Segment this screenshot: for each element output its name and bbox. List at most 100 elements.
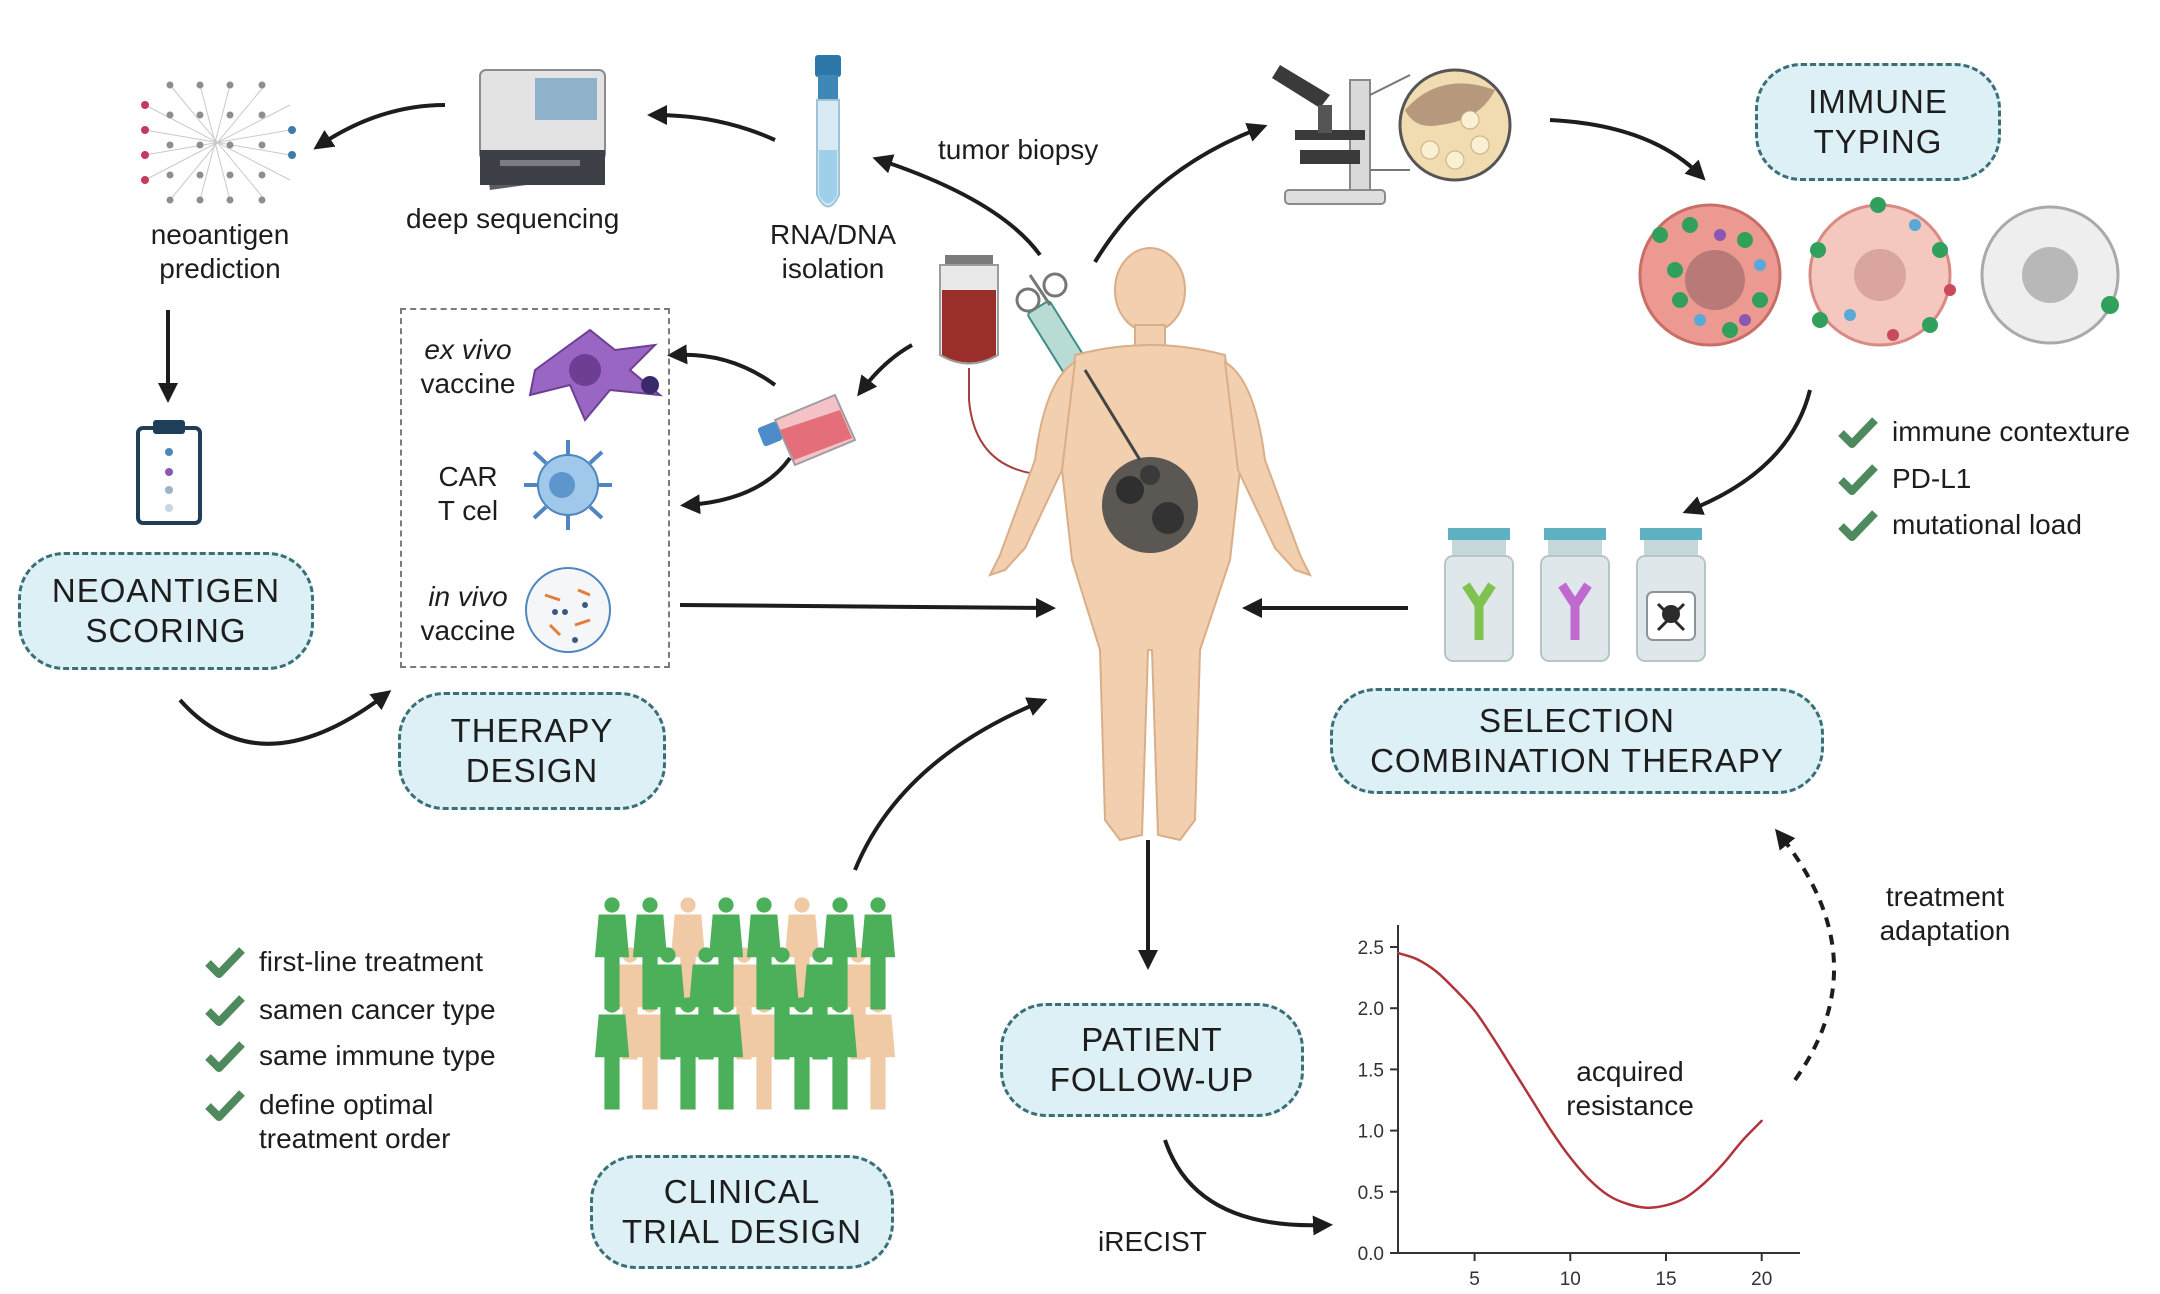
label-deep-sequencing: deep sequencing (406, 203, 620, 234)
label-vaccine-1: vaccine (420, 367, 516, 399)
dendritic-cell-icon (528, 328, 664, 422)
car-t-cell-icon (524, 440, 612, 530)
check-item-cancer-type: samen cancer type (205, 993, 496, 1027)
pill-clinical-trial: CLINICAL TRIAL DESIGN (590, 1155, 894, 1269)
x-tick-label: 10 (1560, 1269, 1581, 1290)
check-icon (1838, 464, 1878, 495)
data-point (1683, 1196, 1687, 1200)
person-figure (594, 997, 630, 1110)
person-figure (802, 947, 838, 1060)
person-figure (860, 997, 896, 1110)
tissue-magnified (1369, 68, 1512, 182)
drug-vials (1444, 528, 1706, 662)
data-point (1530, 1098, 1534, 1102)
data-point (1664, 1204, 1668, 1207)
rna-tube-icon (815, 55, 841, 208)
check-label: samen cancer type (259, 994, 496, 1025)
patient-body (988, 247, 1312, 842)
check-item-pd-l1: PD-L1 (1838, 462, 1971, 496)
therapy-options-box (400, 308, 670, 668)
arrow-to-microscope (1093, 122, 1268, 264)
person-figure (650, 947, 686, 1060)
data-point (1645, 1206, 1649, 1209)
data-point (1549, 1129, 1553, 1132)
y-tick-label: 0.0 (1358, 1244, 1384, 1265)
check-icon (205, 947, 245, 978)
check-icon (1838, 510, 1878, 541)
person-figure (746, 897, 782, 1010)
pill-clinical-trial-line2: TRIAL DESIGN (622, 1213, 862, 1250)
label-irecist: iRECIST (1098, 1226, 1207, 1257)
pill-patient-followup: PATIENT FOLLOW-UP (1000, 1003, 1304, 1117)
label-car: CAR (438, 461, 498, 492)
check-item-treatment-order: define optimal treatment order (205, 1088, 450, 1155)
check-icon (1838, 417, 1878, 448)
immune-cells-graphic (1638, 197, 2120, 347)
check-item-first-line: first-line treatment (205, 945, 483, 979)
sequencer-icon (479, 69, 606, 190)
check-label: first-line treatment (259, 946, 484, 977)
arrow-to-flask (857, 343, 913, 397)
arrow-scoring-to-therapy (178, 690, 392, 746)
cold-tumor (1980, 205, 2120, 345)
data-point (1435, 970, 1438, 973)
data-point (1588, 1178, 1591, 1181)
hot-tumor (1638, 203, 1782, 347)
series-line (1397, 951, 1763, 1209)
arrow-flask-to-exvivo (667, 344, 777, 387)
pill-neoantigen-scoring-line1: NEOANTIGEN (51, 572, 281, 610)
biopsy-needle (1083, 369, 1142, 461)
tumor-mass (1102, 457, 1198, 553)
arrow-trial-to-patient (853, 697, 1048, 871)
data-point (1569, 1156, 1572, 1159)
check-item-immune-type: same immune type (205, 1039, 496, 1073)
data-point (1741, 1139, 1744, 1142)
data-point (1396, 951, 1400, 955)
label-tumor-biopsy: tumor biopsy (938, 134, 1099, 165)
label-vaccine-2: vaccine (420, 614, 516, 646)
person-figure (670, 897, 706, 1010)
clipboard-icon (136, 420, 202, 525)
pill-immune-typing-line2: TYPING (1813, 123, 1943, 160)
pill-patient-followup-line2: FOLLOW-UP (1049, 1061, 1255, 1098)
label-rna-dna-line2: isolation (781, 252, 885, 284)
data-point (1607, 1194, 1610, 1197)
pill-therapy-design: THERAPY DESIGN (398, 692, 666, 810)
pill-neoantigen-scoring-line2: SCORING (85, 612, 247, 649)
data-point (1492, 1037, 1495, 1041)
data-point (1454, 988, 1457, 992)
neural-network-graphic (141, 81, 296, 204)
label-in-vivo-vaccine: in vivo vaccine (408, 580, 528, 647)
label-acquired: acquired (1576, 1056, 1684, 1087)
check-label: same immune type (259, 1040, 496, 1071)
nanoparticle-icon (525, 567, 611, 653)
patient-crowd (594, 897, 896, 1110)
label-treatment-adaptation: treatment adaptation (1860, 880, 2030, 947)
arrow-to-sequencer (647, 105, 776, 142)
chemo-vial (1636, 528, 1706, 662)
check-item-immune-contexture: immune contexture (1838, 415, 2130, 449)
label-resistance: resistance (1566, 1089, 1694, 1121)
check-label: PD-L1 (1892, 463, 1972, 494)
pill-therapy-design-line2: DESIGN (465, 752, 599, 789)
arrow-to-prediction (313, 103, 446, 150)
check-label: mutational load (1892, 509, 2082, 540)
label-adaptation: adaptation (1879, 914, 2011, 946)
pill-patient-followup-line1: PATIENT (1081, 1021, 1223, 1059)
label-acquired-resistance: acquired resistance (1550, 1055, 1710, 1122)
pill-therapy-design-line1: THERAPY (450, 712, 614, 750)
label-rna-dna: RNA/DNA isolation (768, 218, 898, 285)
label-treatment: treatment (1885, 881, 2005, 912)
arrow-flask-to-car (680, 456, 792, 515)
blood-bag-icon (939, 255, 1046, 476)
altered-tumor (1808, 197, 1956, 347)
person-figure (784, 997, 820, 1110)
person-figure (708, 897, 744, 1010)
antibody-vial-purple (1540, 528, 1610, 662)
label-car-t-cell: CAR T cel (408, 460, 528, 527)
data-point (1473, 1009, 1476, 1012)
label-ex-vivo: ex vivo (424, 334, 512, 365)
check-icon (205, 1041, 245, 1072)
label-neoantigen-prediction: neoantigen prediction (140, 218, 300, 285)
